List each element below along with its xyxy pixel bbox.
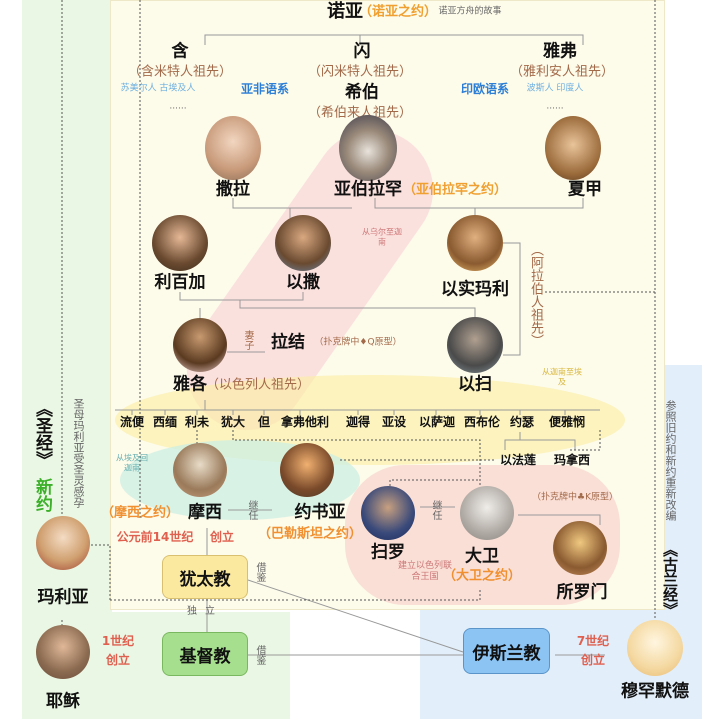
- hagar-name: 夏甲: [568, 179, 602, 200]
- saul-name: 扫罗: [371, 542, 405, 563]
- manasseh-name: 玛拿西: [553, 453, 591, 467]
- ishmael-portrait: [447, 215, 503, 271]
- shem-name: 闪: [353, 41, 371, 62]
- abraham-covenant: （亚伯拉罕之约）: [402, 182, 508, 198]
- mary-note: 圣母玛利亚受圣灵感孕: [72, 398, 85, 508]
- ham-ancestor: （含米特人祖先）: [127, 64, 233, 80]
- david-note: （扑克牌中♣K原型）: [532, 492, 618, 503]
- moses-portrait: [173, 443, 227, 497]
- isaac-name: 以撒: [286, 272, 320, 293]
- succeed-label-2: 继任: [430, 500, 441, 520]
- esau-name: 以扫: [458, 374, 492, 395]
- japheth-more: ......: [546, 101, 564, 112]
- son-gad: 迦得: [345, 415, 371, 429]
- joshua-name: 约书亚: [294, 502, 346, 523]
- bible-label: 《圣经》: [32, 400, 52, 468]
- quran-note: 参照旧约和新约重新改编: [664, 400, 677, 521]
- migration-egypt-canaan: 从埃及回迦南: [116, 453, 148, 472]
- jesus-name: 耶稣: [46, 691, 80, 712]
- esau-portrait: [447, 317, 503, 373]
- abraham-name: 亚伯拉罕: [334, 179, 402, 200]
- moses-covenant: （摩西之约）: [100, 505, 180, 521]
- migration-ur-canaan: 从乌尔至迦南: [362, 227, 402, 246]
- son-simeon: 西缅: [152, 415, 178, 429]
- ham-name: 含: [171, 41, 189, 62]
- rachel-note: （扑克牌中♦Q原型）: [314, 337, 402, 348]
- son-asher: 亚设: [381, 415, 407, 429]
- ephraim-name: 以法莲: [499, 453, 537, 467]
- eber-ancestor: （希伯来人祖先）: [307, 105, 413, 121]
- mary-name: 玛利亚: [37, 587, 89, 608]
- christianity-box[interactable]: 基督教: [162, 632, 248, 676]
- son-reuben: 流便: [119, 415, 145, 429]
- indo-european-label: 印欧语系: [460, 82, 510, 96]
- quran-label: 《古兰经》: [661, 542, 679, 617]
- islam-box[interactable]: 伊斯兰教: [463, 628, 550, 674]
- japheth-ancestor: （雅利安人祖先）: [509, 64, 615, 80]
- son-benjamin: 便雅悯: [548, 415, 586, 429]
- solomon-name: 所罗门: [556, 582, 608, 603]
- son-joseph: 约瑟: [509, 415, 535, 429]
- jacob-ancestor: （以色列人祖先）: [205, 377, 311, 393]
- jesus-portrait: [36, 625, 90, 679]
- joshua-portrait: [280, 443, 334, 497]
- wife-label: 妻子: [242, 330, 253, 350]
- isaac-portrait: [275, 215, 331, 271]
- son-zebulun: 西布伦: [463, 415, 501, 429]
- migration-canaan-egypt: 从迦南至埃及: [542, 367, 582, 386]
- rachel-name: 拉结: [271, 332, 305, 353]
- noah-note: 诺亚方舟的故事: [438, 6, 502, 17]
- new-testament-label: 新约: [32, 478, 52, 512]
- noah-covenant: （诺亚之约）: [358, 4, 438, 20]
- christianity-founded: 创立: [105, 653, 131, 667]
- son-judah: 犹大: [220, 415, 246, 429]
- solomon-portrait: [553, 521, 607, 575]
- jacob-portrait: [173, 318, 227, 372]
- sarah-name: 撒拉: [216, 179, 250, 200]
- david-portrait: [460, 486, 514, 540]
- moses-name: 摩西: [188, 502, 222, 523]
- arab-ancestor-note: （阿拉伯人祖先）: [528, 243, 543, 347]
- independent-label: 独立: [187, 606, 223, 617]
- islam-century: 7世纪: [576, 634, 610, 648]
- christianity-century: 1世纪: [101, 634, 135, 648]
- son-issachar: 以萨迦: [418, 415, 456, 429]
- mary-portrait: [36, 516, 90, 570]
- saul-note: 建立以色列联合王国: [397, 561, 452, 582]
- muhammad-portrait: [627, 620, 683, 676]
- ishmael-name: 以实玛利: [441, 279, 509, 300]
- david-covenant: （大卫之约）: [442, 568, 522, 584]
- ham-peoples: 苏美尔人 古埃及人: [120, 83, 196, 94]
- abraham-portrait: [339, 115, 397, 181]
- eber-name: 希伯: [345, 82, 379, 103]
- rebekah-portrait: [152, 215, 208, 271]
- son-levi: 利未: [184, 415, 210, 429]
- rebekah-name: 利百加: [154, 272, 206, 293]
- noah-name: 诺亚: [327, 1, 363, 22]
- hagar-portrait: [545, 116, 601, 180]
- shem-ancestor: （闪米特人祖先）: [307, 64, 413, 80]
- borrow-label-1: 借鉴: [254, 562, 265, 582]
- afroasiatic-label: 亚非语系: [240, 82, 290, 96]
- muhammad-name: 穆罕默德: [621, 681, 689, 702]
- david-name: 大卫: [465, 546, 499, 567]
- joshua-covenant: （巴勒斯坦之约）: [257, 526, 363, 542]
- judaism-box[interactable]: 犹太教: [162, 555, 248, 599]
- borrow-label-2: 借鉴: [254, 645, 265, 665]
- jacob-name: 雅各: [173, 374, 207, 395]
- islam-founded: 创立: [580, 653, 606, 667]
- son-dan: 但: [257, 415, 271, 429]
- new-testament-panel: [22, 0, 112, 719]
- succeed-label-1: 继任: [246, 500, 257, 520]
- japheth-peoples: 波斯人 印度人: [526, 83, 584, 94]
- son-naphtali: 拿弗他利: [280, 415, 330, 429]
- ham-more: ......: [169, 101, 187, 112]
- japheth-name: 雅弗: [543, 41, 577, 62]
- judaism-date: 公元前14世纪: [116, 530, 194, 544]
- saul-portrait: [361, 486, 415, 540]
- judaism-founded: 创立: [209, 530, 235, 544]
- sarah-portrait: [205, 116, 261, 180]
